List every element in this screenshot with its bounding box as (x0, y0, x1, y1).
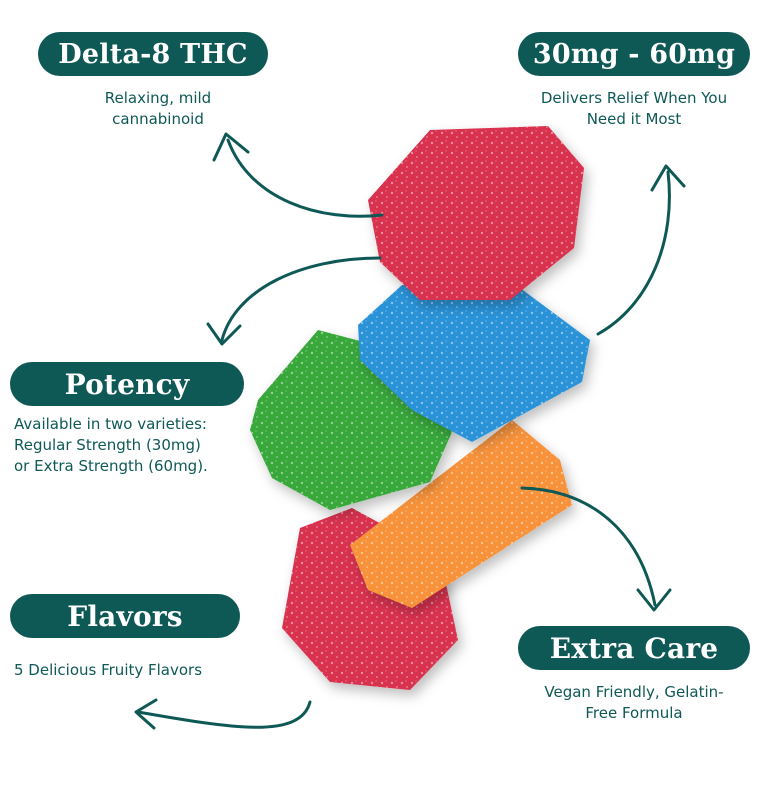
potency-description: Available in two varieties: Regular Stre… (14, 415, 208, 475)
orange-gummy (350, 420, 572, 608)
curved-arrow-icon (596, 164, 686, 336)
potency-title: Potency (64, 367, 190, 401)
dosage-pill: 30mg - 60mg (518, 32, 750, 76)
potency-pill: Potency (10, 362, 244, 406)
dosage-title: 30mg - 60mg (532, 38, 736, 70)
flavors-title: Flavors (67, 599, 183, 633)
care-pill: Extra Care (518, 626, 750, 670)
delta8-title: Delta-8 THC (58, 38, 248, 70)
delta8-pill: Delta-8 THC (38, 32, 268, 76)
curved-arrow-icon (212, 132, 384, 218)
red-gummy-top (368, 126, 584, 300)
delta8-description: Relaxing, mild cannabinoid (104, 89, 212, 128)
care-title: Extra Care (549, 631, 719, 665)
blue-gummy (358, 282, 590, 442)
care-description: Vegan Friendly, Gelatin- Free Formula (544, 683, 724, 722)
curved-arrow-icon (206, 256, 382, 346)
curved-arrow-icon (520, 486, 672, 612)
curved-arrow-icon (134, 698, 312, 730)
dosage-description: Delivers Relief When You Need it Most (540, 89, 728, 128)
flavors-description: 5 Delicious Fruity Flavors (14, 661, 203, 679)
flavors-pill: Flavors (10, 594, 240, 638)
